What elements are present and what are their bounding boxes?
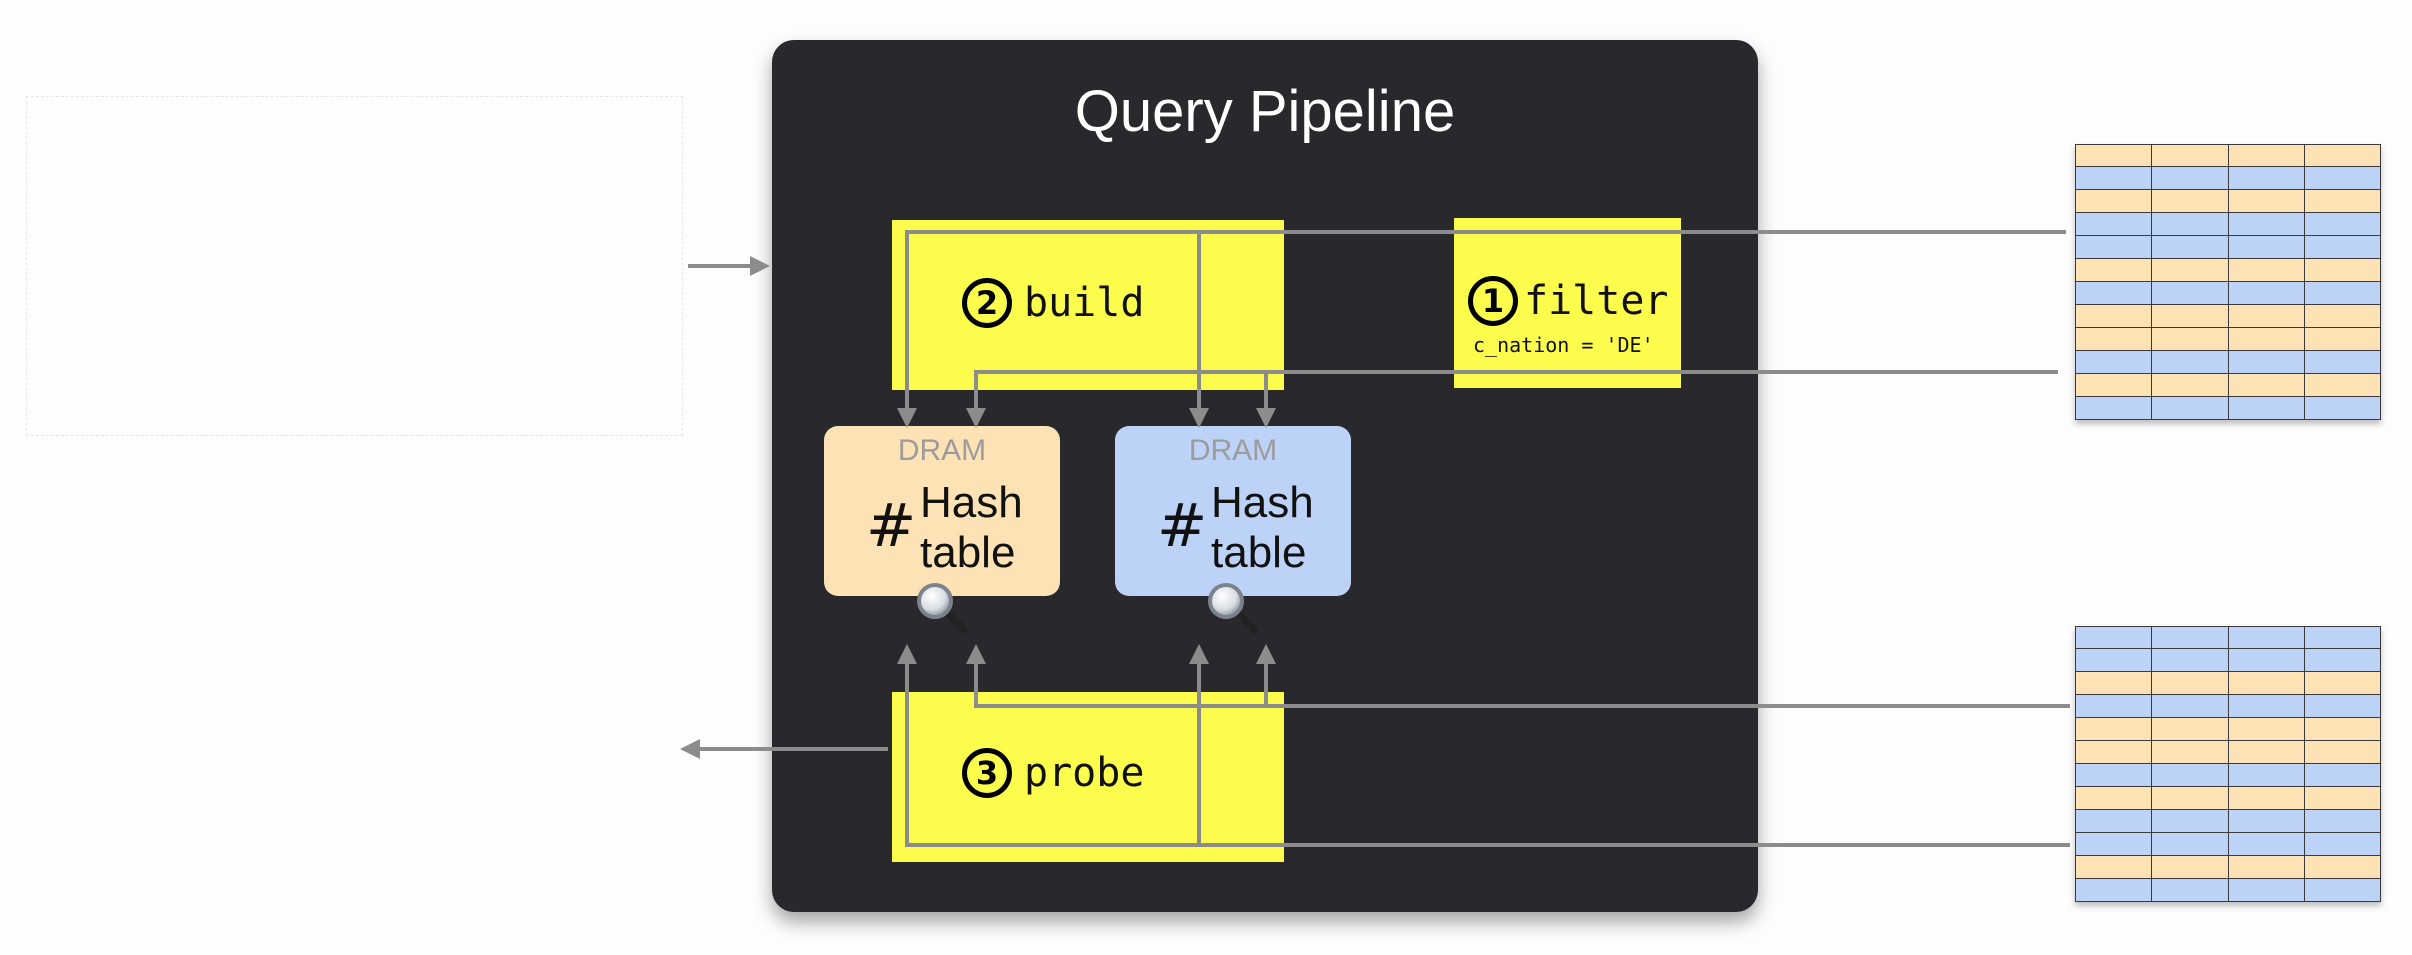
step-2-badge: 2 [962, 278, 1012, 328]
magnifier-icon [1208, 583, 1259, 634]
table-row [2075, 144, 2381, 167]
table-row [2075, 374, 2381, 397]
dram-label: DRAM [897, 434, 987, 467]
table-row [2075, 328, 2381, 351]
pipeline-title: Query Pipeline [1074, 79, 1456, 144]
table-row [2075, 259, 2381, 282]
hash-table-label: Hash table [920, 478, 1023, 577]
table-row [2075, 167, 2381, 190]
hash-icon: # [866, 491, 917, 561]
probe-input-line [966, 644, 2070, 708]
orders-table [2075, 626, 2381, 902]
probe-operator[interactable] [892, 692, 1284, 862]
hash-table-orange: DRAM # Hash table [824, 426, 1060, 596]
table-row [2075, 879, 2381, 902]
step-1-badge: 1 [1468, 276, 1518, 326]
table-row [2075, 810, 2381, 833]
table-row [2075, 741, 2381, 764]
filter-label: 1 filter [1468, 276, 1669, 326]
probe-input-line-3 [897, 644, 2070, 847]
hash-table-blue: DRAM # Hash table [1115, 426, 1351, 596]
hash-table-label: Hash table [1211, 478, 1314, 577]
filter-text: filter [1524, 278, 1669, 324]
build-text: build [1024, 280, 1145, 326]
dram-label: DRAM [1188, 434, 1278, 467]
table-row [2075, 305, 2381, 328]
table-row [2075, 213, 2381, 236]
table-row [2075, 236, 2381, 259]
table-row [2075, 649, 2381, 672]
probe-text: probe [1024, 750, 1145, 796]
table-row [2075, 856, 2381, 879]
build-label: 2 build [962, 278, 1144, 328]
build-input-line [897, 230, 2066, 428]
customer-table [2075, 144, 2381, 420]
table-row [2075, 718, 2381, 741]
step-3-badge: 3 [962, 748, 1012, 798]
table-row [2075, 397, 2381, 420]
table-row [2075, 787, 2381, 810]
input-placeholder-box [26, 96, 683, 436]
filter-predicate: c_nation = 'DE' [1473, 333, 1654, 357]
table-row [2075, 764, 2381, 787]
table-row [2075, 190, 2381, 213]
table-row [2075, 626, 2381, 649]
table-row [2075, 695, 2381, 718]
table-row [2075, 672, 2381, 695]
table-row [2075, 282, 2381, 305]
table-row [2075, 351, 2381, 374]
hash-icon: # [1157, 491, 1208, 561]
build-operator[interactable] [892, 220, 1284, 390]
filter-output-line [966, 370, 2058, 428]
magnifier-icon [917, 583, 968, 634]
table-row [2075, 833, 2381, 856]
probe-label: 3 probe [962, 748, 1144, 798]
